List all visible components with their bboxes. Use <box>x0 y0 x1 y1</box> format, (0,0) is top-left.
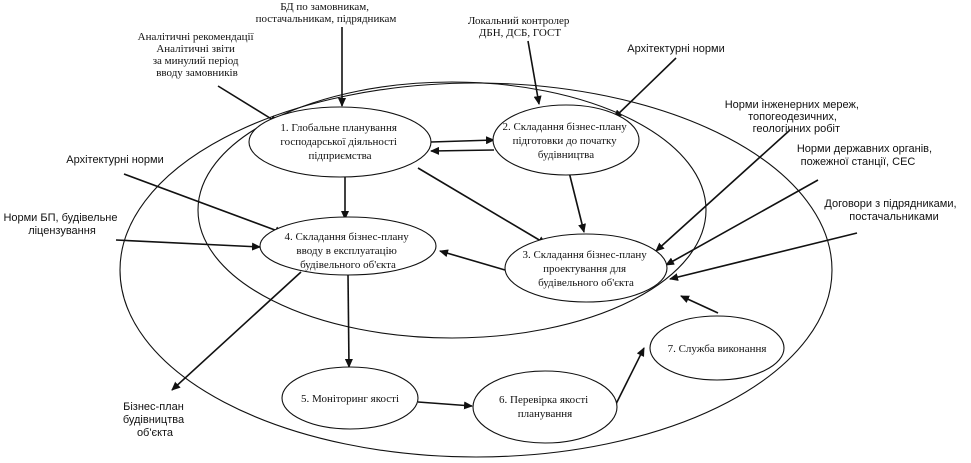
node-6-line-2: планування <box>518 408 572 420</box>
edge-6-to-7 <box>615 347 645 405</box>
edge-eng-to-3 <box>655 129 791 252</box>
inner-boundary-ellipse <box>197 81 707 339</box>
input-arch-top-label: Архітектурні норми <box>627 43 725 55</box>
node-5-line-1: 5. Моніторинг якості <box>301 393 399 405</box>
node-1-line-3: підприємства <box>308 150 371 162</box>
input-bd-label: БД по замовникам, постачальникам, підряд… <box>256 1 397 25</box>
node-5: 5. Моніторинг якості <box>281 366 419 430</box>
node-6: 6. Перевірка якості планування <box>472 370 618 444</box>
node-3-line-2: проектування для <box>543 263 626 275</box>
edge-3-to-4 <box>439 249 506 271</box>
input-edges <box>115 27 858 281</box>
svg-text:7. Служба виконання: 7. Служба виконання <box>668 343 767 355</box>
node-1-line-1: 1. Глобальне планування <box>280 122 397 134</box>
edge-1-to-3 <box>417 167 547 245</box>
svg-text:3. Складання бізнес-плану: 3. Складання бізнес-плану проектування д… <box>522 249 649 289</box>
edge-4-to-5 <box>344 273 353 368</box>
input-gov-norms-label: Норми державних органів, пожежної станці… <box>797 143 935 168</box>
node-6-line-1: 6. Перевірка якості <box>499 394 588 406</box>
edge-arch-left-to-4 <box>123 173 284 234</box>
input-analytics-label: Аналітичні рекомендації Аналітичні звіти… <box>138 31 257 79</box>
edge-bpnorms-to-4 <box>115 239 261 251</box>
node-4: 4. Складання бізнес-плану вводу в експлу… <box>259 216 437 276</box>
svg-text:6. Перевірка якості план: 6. Перевірка якості планування <box>499 394 591 420</box>
input-contracts-label: Договори з підрядниками, постачальниками <box>824 198 959 223</box>
node-2-line-2: підготовки до початку <box>513 135 618 147</box>
node-1: 1. Глобальне планування господарської ді… <box>248 106 432 178</box>
svg-text:1. Глобальне планування: 1. Глобальне планування господарської ді… <box>280 122 399 162</box>
svg-text:5. Моніторинг якості: 5. Моніторинг якості <box>301 393 399 405</box>
edge-gov-to-3 <box>665 179 819 266</box>
node-1-line-2: господарської діяльності <box>280 136 397 148</box>
node-3-line-3: будівельного об'єкта <box>538 277 634 289</box>
node-7: 7. Служба виконання <box>649 315 785 381</box>
input-arch-left-label: Архітектурні норми <box>66 154 164 166</box>
svg-text:4. Складання бізнес-плану: 4. Складання бізнес-плану вводу в експлу… <box>284 231 411 271</box>
edge-analytics-to-1 <box>217 85 279 124</box>
node-2: 2. Складання бізнес-плану підготовки до … <box>492 104 640 176</box>
svg-text:2. Складання бізнес-плану: 2. Складання бізнес-плану підготовки до … <box>502 121 629 161</box>
edge-5-to-6 <box>417 401 473 410</box>
node-4-line-3: будівельного об'єкта <box>300 259 396 271</box>
node-4-line-2: вводу в експлуатацію <box>296 245 396 257</box>
node-4-line-1: 4. Складання бізнес-плану <box>284 231 409 243</box>
node-2-line-3: будівництва <box>538 149 594 161</box>
node-7-line-1: 7. Служба виконання <box>668 343 767 355</box>
edge-2-to-1 <box>430 146 495 155</box>
node-3-line-1: 3. Складання бізнес-плану <box>522 249 647 261</box>
input-eng-norms-label: Норми інженерних мереж, топогеодезичних,… <box>725 99 862 135</box>
edge-1-to-2 <box>430 136 495 145</box>
edge-7-to-3 <box>680 295 719 314</box>
node-2-line-1: 2. Складання бізнес-плану <box>502 121 627 133</box>
edge-control-to-2 <box>527 40 542 105</box>
input-control-label: Локальний контролер ДБН, ДСБ, ГОСТ <box>468 15 572 39</box>
edge-contracts-to-3 <box>669 232 858 281</box>
input-bp-norms-label: Норми БП, будівельне ліцензування <box>3 212 120 237</box>
edge-4-to-output <box>171 271 302 391</box>
edge-arch-top-to-2 <box>613 57 677 119</box>
node-3: 3. Складання бізнес-плану проектування д… <box>504 233 668 303</box>
output-plan-label: Бізнес-план будівництва об'єкта <box>123 401 187 439</box>
process-edges <box>171 136 719 410</box>
